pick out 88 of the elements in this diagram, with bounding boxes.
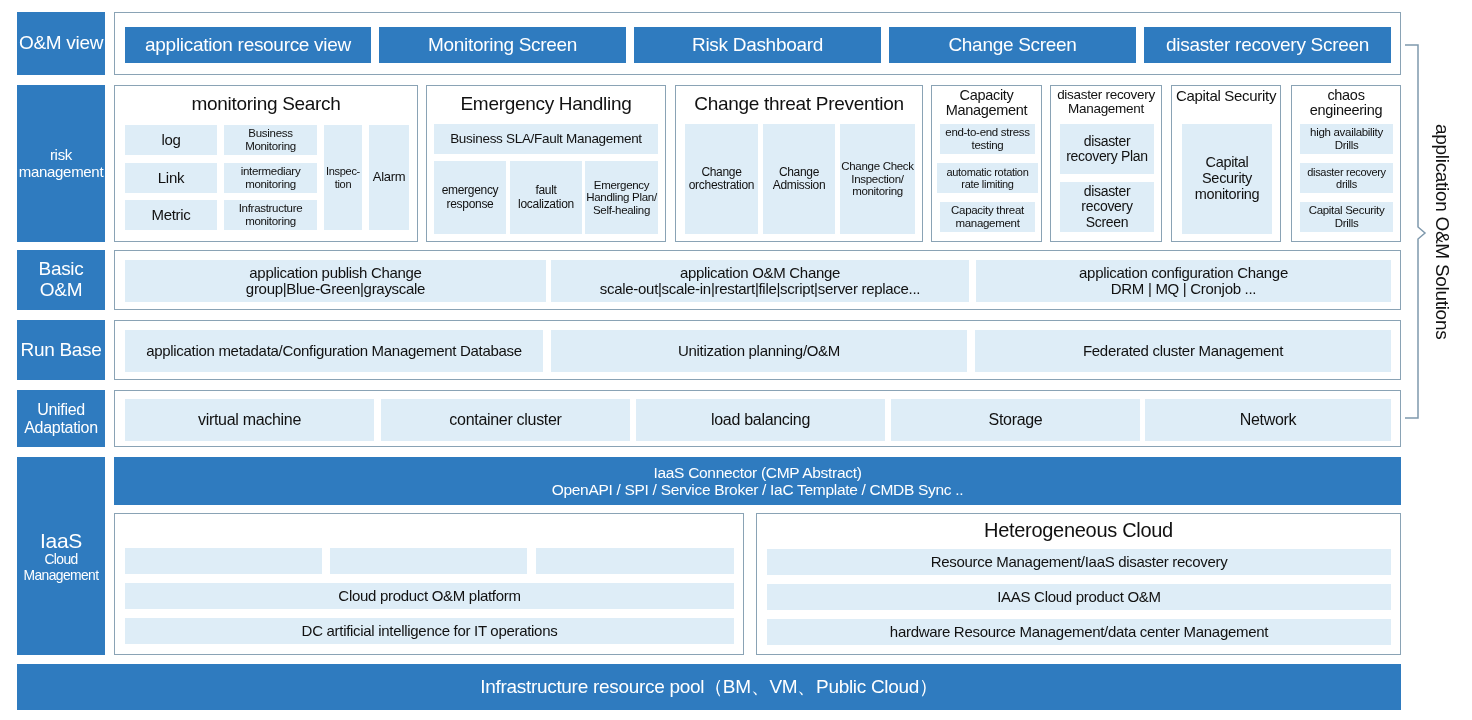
function-box: Capital Security Drills <box>1300 202 1393 232</box>
layer-frame <box>114 320 1401 380</box>
function-box: Change Check Inspection/ monitoring <box>840 124 915 234</box>
function-box: Storage <box>891 399 1140 441</box>
function-box: DC artificial intelligence for IT operations <box>125 618 734 644</box>
function-box: end-to-end stress testing <box>940 124 1035 154</box>
function-box: log <box>125 125 217 155</box>
function-box: disaster recovery drills <box>1300 163 1393 193</box>
function-box <box>976 260 1391 302</box>
function-box: Capital Security monitoring <box>1182 124 1272 234</box>
function-box: load balancing <box>636 399 885 441</box>
connector-bar <box>114 457 1401 505</box>
function-box: fault localization <box>510 161 582 234</box>
view-tile: Risk Dashboard <box>634 27 881 63</box>
function-box <box>330 548 527 574</box>
module-panel <box>1291 85 1401 242</box>
function-box: disaster recovery Screen <box>1060 182 1154 232</box>
function-box <box>536 548 734 574</box>
panel-title: monitoring Search <box>190 94 342 114</box>
view-tile: Change Screen <box>889 27 1136 63</box>
function-box: container cluster <box>381 399 630 441</box>
layer-frame <box>114 250 1401 310</box>
panel-title: Change threat Prevention <box>693 94 905 114</box>
view-tile: disaster recovery Screen <box>1144 27 1391 63</box>
function-detail: scale-out|scale-in|restart|file|script|server replace... <box>599 281 921 298</box>
function-box: Metric <box>125 200 217 230</box>
function-box: IAAS Cloud product O&M <box>767 584 1391 610</box>
function-box: Business SLA/Fault Management <box>434 124 658 154</box>
function-box: high availability Drills <box>1300 124 1393 154</box>
function-box: Federated cluster Management <box>975 330 1391 372</box>
function-box: Infrastructure monitoring <box>224 200 317 230</box>
layer-label: Basic O&M <box>17 250 105 310</box>
function-box: Network <box>1145 399 1391 441</box>
function-box: Cloud product O&M platform <box>125 583 734 609</box>
side-label: application O&M Solutions <box>1430 122 1453 342</box>
function-box <box>125 548 322 574</box>
module-panel <box>1171 85 1281 242</box>
resource-pool-bar: Infrastructure resource pool（BM、VM、Public Cloud） <box>17 664 1401 710</box>
view-tile: application resource view <box>125 27 371 63</box>
layer-frame <box>114 12 1401 75</box>
function-box: intermediary monitoring <box>224 163 317 193</box>
panel-title: Capacity Management <box>944 88 1029 119</box>
function-box: Change Admission <box>763 124 835 234</box>
function-box: emergency response <box>434 161 506 234</box>
function-title: application publish Change <box>249 264 422 281</box>
function-box: Alarm <box>369 125 409 230</box>
function-box: Link <box>125 163 217 193</box>
module-panel <box>756 513 1401 655</box>
function-box: automatic rotation rate limiting <box>937 163 1038 193</box>
module-panel <box>931 85 1042 242</box>
function-box: Resource Management/IaaS disaster recovery <box>767 549 1391 575</box>
function-title: application O&M Change <box>679 264 841 281</box>
layer-subtitle: Cloud Management <box>22 552 100 583</box>
function-box <box>551 260 969 302</box>
function-box: Unitization planning/O&M <box>551 330 967 372</box>
panel-title: chaos engineering <box>1308 88 1384 119</box>
panel-title: Capital Security <box>1174 88 1278 104</box>
function-box: hardware Resource Management/data center Management <box>767 619 1391 645</box>
view-tile: Monitoring Screen <box>379 27 626 63</box>
module-panel <box>1050 85 1162 242</box>
function-box: application metadata/Configuration Management Database <box>125 330 543 372</box>
function-detail: DRM | MQ | Cronjob ... <box>1110 281 1257 298</box>
connector-detail: OpenAPI / SPI / Service Broker / IaC Template / CMDB Sync .. <box>551 481 964 499</box>
function-box: Business Monitoring <box>224 125 317 155</box>
function-box: virtual machine <box>125 399 374 441</box>
panel-title: Heterogeneous Cloud <box>983 520 1174 541</box>
function-title: application configuration Change <box>1079 264 1288 281</box>
module-panel <box>426 85 666 242</box>
panel-title: Emergency Handling <box>459 94 633 114</box>
layer-label: O&M view <box>17 12 105 75</box>
layer-label: Unified Adaptation <box>17 390 105 447</box>
function-box: Inspec- tion <box>324 125 362 230</box>
layer-frame <box>114 513 744 655</box>
layer-title: IaaS <box>40 529 82 553</box>
function-box: Change orchestration <box>685 124 758 234</box>
function-detail: group|Blue-Green|grayscale <box>245 281 426 298</box>
layer-label: risk management <box>17 85 105 242</box>
module-panel <box>114 85 418 242</box>
panel-title: disaster recovery Management <box>1056 88 1156 117</box>
connector-title: IaaS Connector (CMP Abstract) <box>653 463 862 481</box>
function-box: Emergency Handling Plan/ Self-healing <box>585 161 658 234</box>
function-box <box>125 260 546 302</box>
function-box: Capacity threat management <box>940 202 1035 232</box>
module-panel <box>675 85 923 242</box>
layer-label <box>17 457 105 655</box>
layer-label: Run Base <box>17 320 105 380</box>
function-box: disaster recovery Plan <box>1060 124 1154 174</box>
layer-frame <box>114 390 1401 447</box>
